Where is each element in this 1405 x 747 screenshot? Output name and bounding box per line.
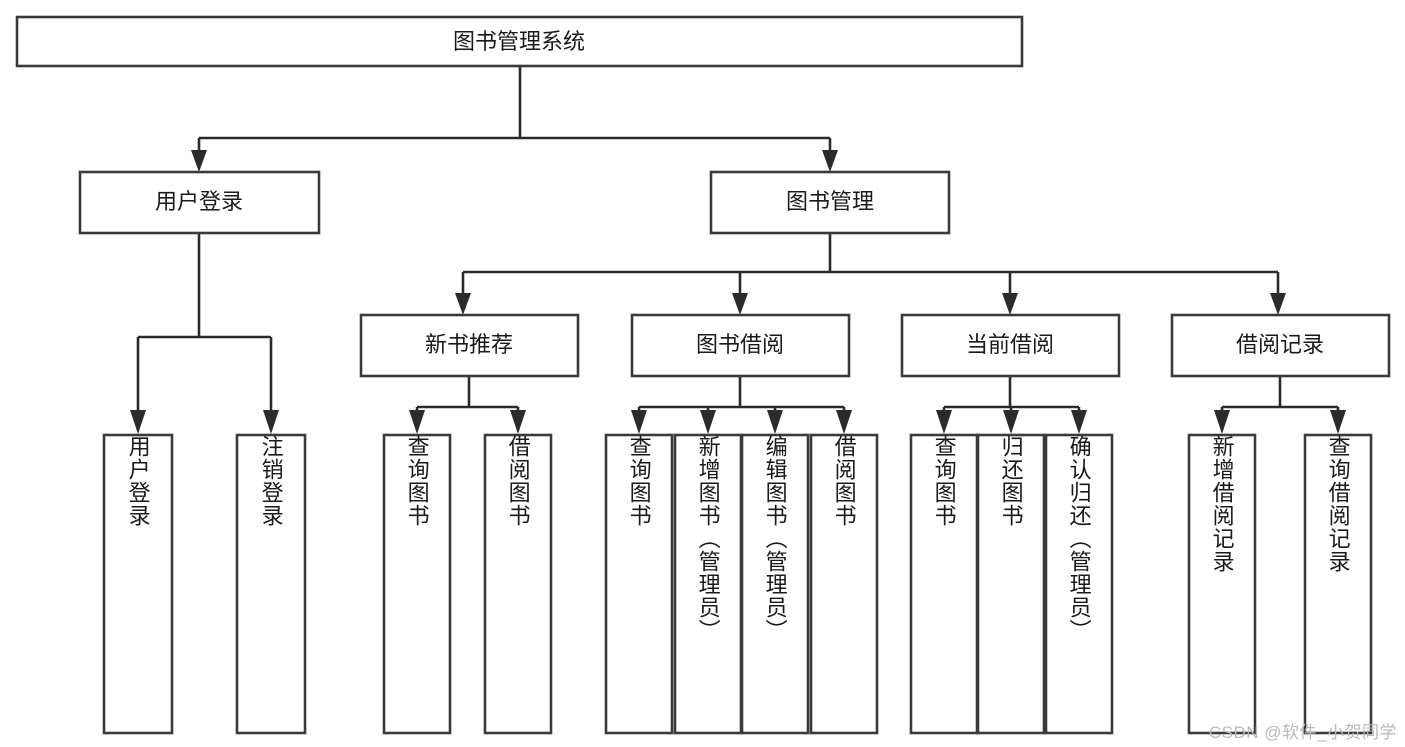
arrowhead-user-login — [191, 150, 207, 172]
node-leaf-record-add[interactable] — [1187, 433, 1257, 735]
arrowhead-book-mgmt — [822, 150, 838, 172]
node-current-borrow[interactable] — [900, 313, 1121, 378]
node-book-borrow-label: 图书借阅 — [696, 332, 784, 357]
node-user-login-label: 用户登录 — [155, 189, 243, 214]
arrowhead-current-leaf-1 — [936, 410, 952, 434]
node-leaf-current-confirm-return[interactable] — [1044, 433, 1114, 735]
node-leaf-borrow-edit-book[interactable] — [740, 433, 810, 735]
node-book-management[interactable] — [709, 170, 951, 235]
node-leaf-current-return-book[interactable] — [976, 433, 1046, 735]
node-new-book-recommend[interactable] — [359, 313, 580, 378]
node-layer: 图书管理系统 用户登录 图书管理 新书推荐 图书借阅 当前借阅 借阅记录 — [15, 15, 1391, 735]
node-book-management-label: 图书管理 — [786, 189, 874, 214]
arrowhead-borrow-leaf-2 — [700, 410, 716, 434]
node-book-borrow[interactable] — [630, 313, 851, 378]
node-leaf-borrow-borrow-book[interactable] — [809, 433, 879, 735]
arrowhead-record-leaf-2 — [1330, 410, 1346, 434]
node-leaf-current-query-book[interactable] — [909, 433, 979, 735]
node-root-book-management-system[interactable] — [15, 15, 1024, 68]
arrowhead-recommend-leaf-1 — [409, 410, 425, 434]
arrowhead-leaf-logout — [263, 410, 279, 434]
node-new-book-recommend-label: 新书推荐 — [425, 332, 513, 357]
node-leaf-borrow-query-book[interactable] — [604, 433, 674, 735]
node-current-borrow-label: 当前借阅 — [966, 332, 1054, 357]
arrowhead-current-leaf-2 — [1003, 410, 1019, 434]
node-leaf-recommend-borrow-book[interactable] — [483, 433, 553, 735]
arrowhead-book-borrow — [732, 293, 748, 315]
node-leaf-borrow-add-book[interactable] — [673, 433, 743, 735]
node-leaf-logout[interactable] — [235, 433, 307, 735]
node-leaf-record-query[interactable] — [1303, 433, 1373, 735]
arrowhead-borrow-leaf-4 — [836, 410, 852, 434]
arrowhead-current-leaf-3 — [1071, 410, 1087, 434]
node-borrow-record[interactable] — [1170, 313, 1391, 378]
arrowhead-recommend-leaf-2 — [510, 410, 526, 434]
node-user-login[interactable] — [78, 170, 321, 235]
arrowhead-borrow-leaf-3 — [767, 410, 783, 434]
node-leaf-recommend-query-book[interactable] — [382, 433, 452, 735]
node-leaf-user-login[interactable] — [102, 433, 174, 735]
arrowhead-leaf-user-login — [130, 410, 146, 434]
connector-layer — [130, 66, 1346, 434]
csdn-watermark: CSDN @软件_小贺同学 — [1208, 723, 1397, 742]
node-borrow-record-label: 借阅记录 — [1236, 332, 1324, 357]
node-root-label: 图书管理系统 — [453, 29, 585, 54]
arrowhead-record-leaf-1 — [1214, 410, 1230, 434]
arrowhead-new-book-recommend — [455, 293, 471, 315]
arrowhead-borrow-leaf-1 — [631, 410, 647, 434]
arrowhead-current-borrow — [1002, 293, 1018, 315]
arrowhead-borrow-record — [1270, 293, 1286, 315]
